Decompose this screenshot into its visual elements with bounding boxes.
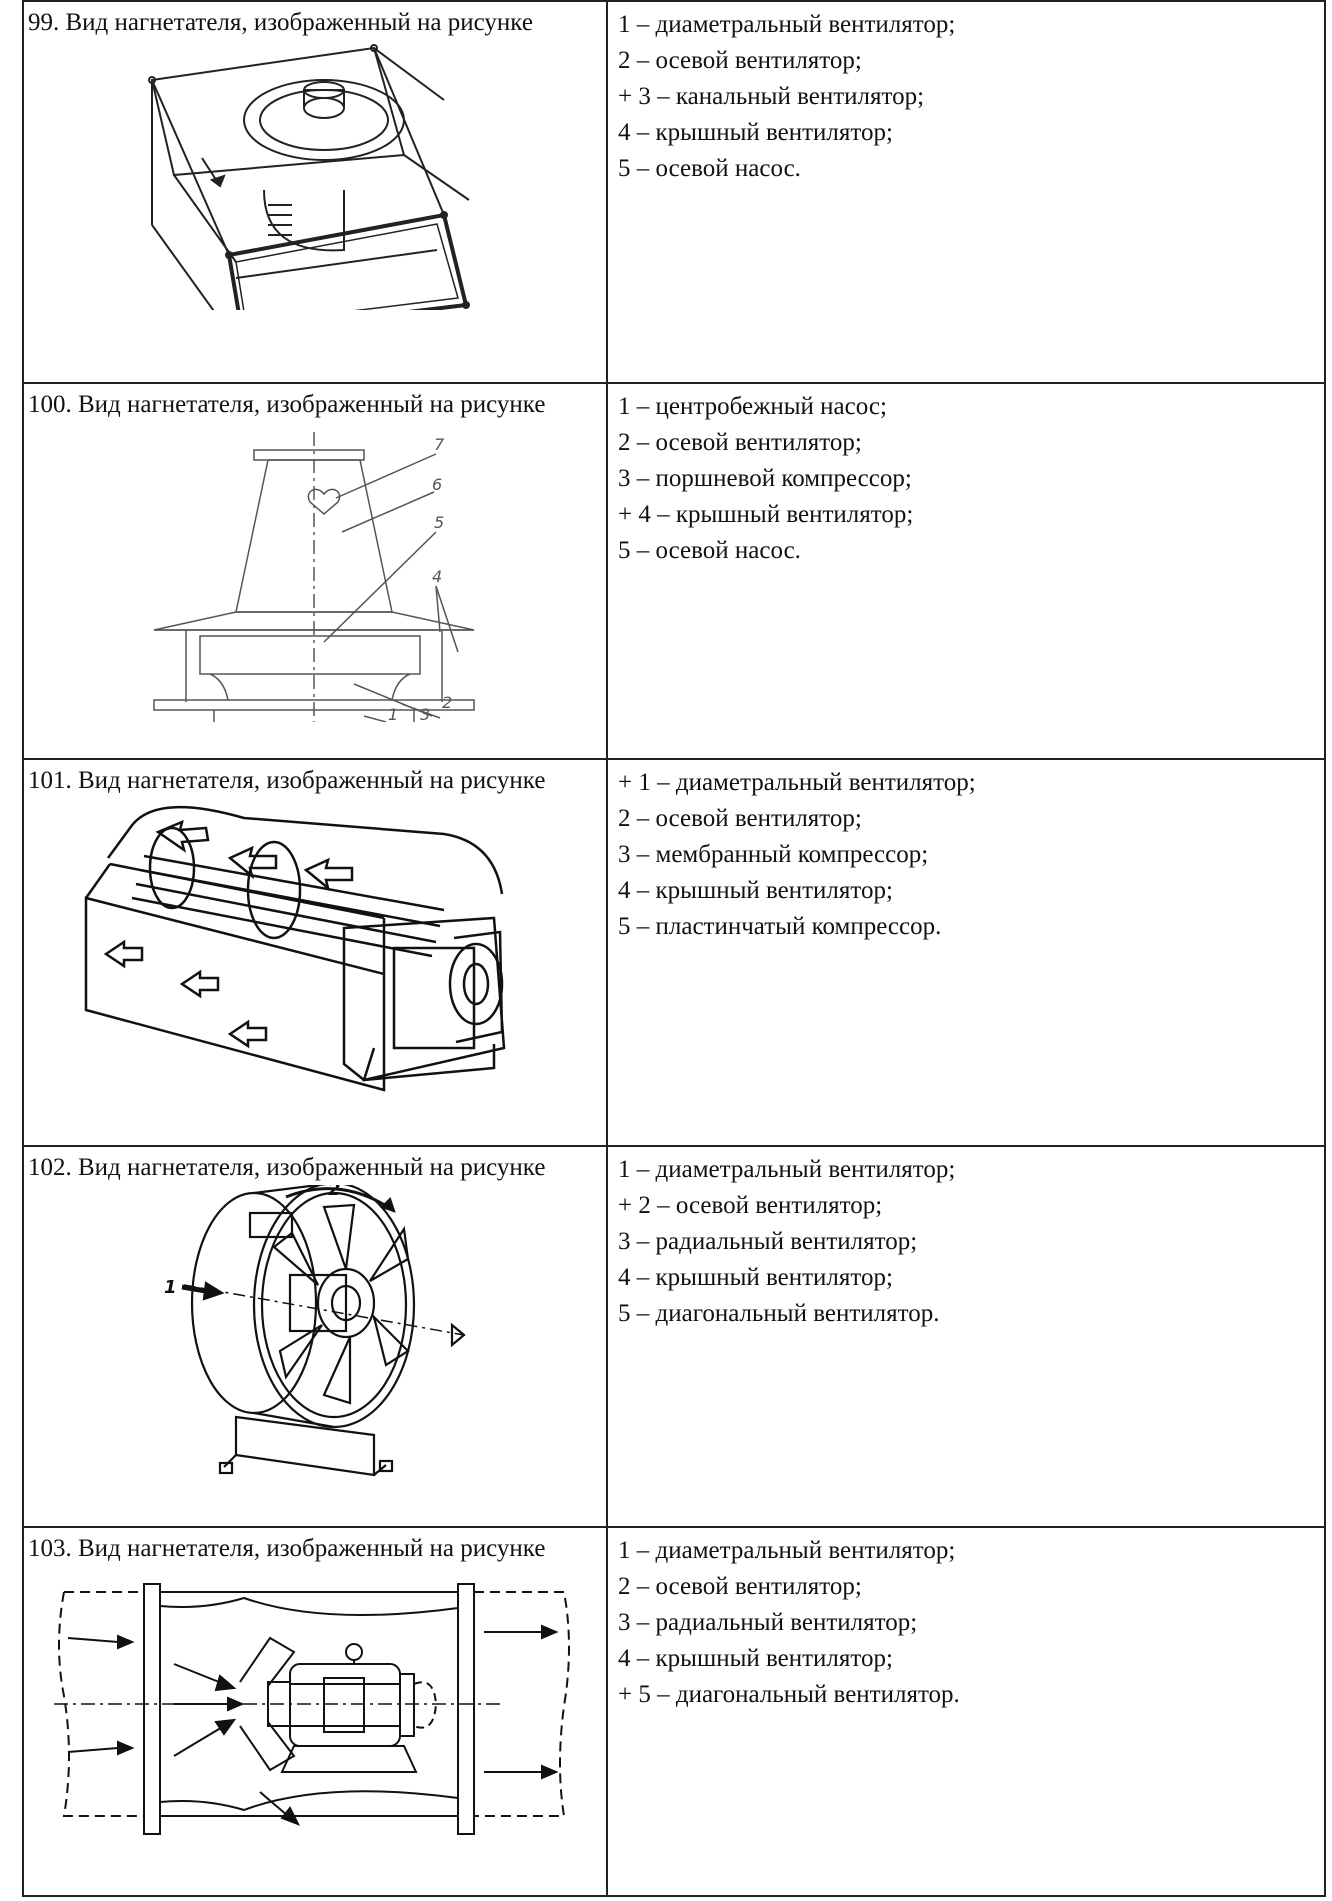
figure-label-6: 6: [432, 475, 442, 494]
figure-label-1: 1: [388, 705, 398, 722]
quiz-sheet: 99. Вид нагнетателя, изображенный на рис…: [22, 0, 1326, 1897]
figure-label-2: 2: [442, 693, 452, 712]
roof-fan-icon: 7 6 5 4 2 3 1: [153, 432, 475, 722]
option-101-5[interactable]: 5 – пластинчатый компрессор.: [618, 913, 942, 940]
answer-cell-100: 1 – центробежный насос; 2 – осевой венти…: [606, 382, 1326, 760]
figure-label-7: 7: [434, 435, 445, 454]
duct-fan-icon: [148, 44, 470, 310]
answer-cell-103: 1 – диаметральный вентилятор; 2 – осевой…: [606, 1526, 1326, 1897]
axial-fan-icon: 1 2: [164, 1185, 466, 1477]
option-100-4[interactable]: + 4 – крышный вентилятор;: [618, 501, 914, 528]
option-100-3[interactable]: 3 – поршневой компрессор;: [618, 465, 912, 492]
answer-cell-101: + 1 – диаметральный вентилятор; 2 – осев…: [606, 758, 1326, 1147]
quiz-table: 99. Вид нагнетателя, изображенный на рис…: [22, 0, 1326, 1897]
option-101-3[interactable]: 3 – мембранный компрессор;: [618, 841, 929, 868]
option-99-5[interactable]: 5 – осевой насос.: [618, 155, 801, 182]
option-99-1[interactable]: 1 – диаметральный вентилятор;: [618, 11, 956, 38]
option-102-3[interactable]: 3 – радиальный вентилятор;: [618, 1228, 918, 1255]
cross-flow-fan-icon: [84, 805, 506, 1092]
question-text-99: 99. Вид нагнетателя, изображенный на рис…: [28, 9, 533, 36]
question-cell-99: 99. Вид нагнетателя, изображенный на рис…: [22, 0, 608, 384]
question-row-100: 100. Вид нагнетателя, изображенный на ри…: [22, 382, 1326, 760]
option-103-2[interactable]: 2 – осевой вентилятор;: [618, 1573, 862, 1600]
question-cell-102: 102. Вид нагнетателя, изображенный на ри…: [22, 1145, 608, 1528]
option-103-3[interactable]: 3 – радиальный вентилятор;: [618, 1609, 918, 1636]
diagonal-fan-icon: [54, 1583, 570, 1835]
answer-cell-99: 1 – диаметральный вентилятор; 2 – осевой…: [606, 0, 1326, 384]
option-list-99: 1 – диаметральный вентилятор; 2 – осевой…: [608, 2, 1324, 187]
question-cell-100: 100. Вид нагнетателя, изображенный на ри…: [22, 382, 608, 760]
option-100-2[interactable]: 2 – осевой вентилятор;: [618, 429, 862, 456]
question-row-102: 102. Вид нагнетателя, изображенный на ри…: [22, 1145, 1326, 1528]
option-102-1[interactable]: 1 – диаметральный вентилятор;: [618, 1156, 956, 1183]
option-101-4[interactable]: 4 – крышный вентилятор;: [618, 877, 893, 904]
figure-label-3: 3: [420, 705, 430, 722]
option-99-2[interactable]: 2 – осевой вентилятор;: [618, 47, 862, 74]
option-103-1[interactable]: 1 – диаметральный вентилятор;: [618, 1537, 956, 1564]
option-99-4[interactable]: 4 – крышный вентилятор;: [618, 119, 893, 146]
option-102-2[interactable]: + 2 – осевой вентилятор;: [618, 1192, 883, 1219]
question-text-103: 103. Вид нагнетателя, изображенный на ри…: [28, 1535, 546, 1562]
option-list-102: 1 – диаметральный вентилятор; + 2 – осев…: [608, 1147, 1324, 1332]
option-102-4[interactable]: 4 – крышный вентилятор;: [618, 1264, 893, 1291]
option-100-5[interactable]: 5 – осевой насос.: [618, 537, 801, 564]
figure-label-4: 4: [432, 567, 442, 586]
option-list-101: + 1 – диаметральный вентилятор; 2 – осев…: [608, 760, 1324, 945]
figure-label-5: 5: [434, 513, 444, 532]
answer-cell-102: 1 – диаметральный вентилятор; + 2 – осев…: [606, 1145, 1326, 1528]
question-cell-103: 103. Вид нагнетателя, изображенный на ри…: [22, 1526, 608, 1897]
question-row-103: 103. Вид нагнетателя, изображенный на ри…: [22, 1526, 1326, 1897]
question-cell-101: 101. Вид нагнетателя, изображенный на ри…: [22, 758, 608, 1147]
option-list-100: 1 – центробежный насос; 2 – осевой венти…: [608, 384, 1324, 569]
question-text-102: 102. Вид нагнетателя, изображенный на ри…: [28, 1154, 546, 1181]
option-99-3[interactable]: + 3 – канальный вентилятор;: [618, 83, 925, 110]
figure-label-1: 1: [164, 1277, 177, 1298]
question-text-100: 100. Вид нагнетателя, изображенный на ри…: [28, 391, 546, 418]
option-101-2[interactable]: 2 – осевой вентилятор;: [618, 805, 862, 832]
option-list-103: 1 – диаметральный вентилятор; 2 – осевой…: [608, 1528, 1324, 1713]
question-row-101: 101. Вид нагнетателя, изображенный на ри…: [22, 758, 1326, 1147]
option-103-4[interactable]: 4 – крышный вентилятор;: [618, 1645, 893, 1672]
question-text-101: 101. Вид нагнетателя, изображенный на ри…: [28, 767, 546, 794]
option-102-5[interactable]: 5 – диагональный вентилятор.: [618, 1300, 940, 1327]
option-100-1[interactable]: 1 – центробежный насос;: [618, 393, 887, 420]
option-103-5[interactable]: + 5 – диагональный вентилятор.: [618, 1681, 960, 1708]
question-row-99: 99. Вид нагнетателя, изображенный на рис…: [22, 0, 1326, 384]
option-101-1[interactable]: + 1 – диаметральный вентилятор;: [618, 769, 976, 796]
figure-label-2: 2: [328, 1185, 341, 1200]
